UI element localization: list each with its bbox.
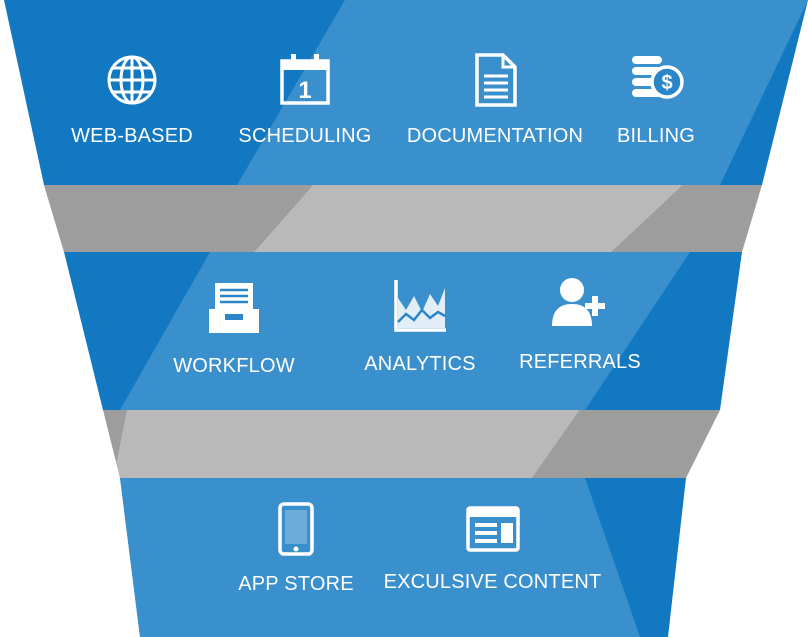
feature-analytics: ANALYTICS [355, 278, 485, 374]
feature-label: APP STORE [238, 573, 354, 595]
calendar-icon: 1 [280, 54, 330, 105]
add-user-icon [552, 278, 605, 326]
feature-documentation: DOCUMENTATION [400, 52, 590, 146]
funnel-band-3 [120, 478, 686, 637]
billing-currency-symbol: $ [661, 72, 672, 94]
web-window-icon [465, 506, 520, 552]
connector-1 [44, 185, 762, 252]
tablet-icon [278, 502, 314, 556]
funnel-band-1 [4, 0, 808, 185]
globe-icon [107, 55, 157, 105]
file-drawer-icon [209, 283, 259, 333]
feature-label: ANALYTICS [364, 353, 476, 375]
document-icon [475, 53, 517, 107]
calendar-day-number: 1 [298, 77, 311, 104]
feature-workflow: WORKFLOW [164, 280, 304, 376]
feature-scheduling: 1 SCHEDULING [235, 52, 375, 146]
feature-label: EXCULSIVE CONTENT [383, 571, 602, 593]
feature-label: BILLING [616, 125, 696, 147]
feature-label: DOCUMENTATION [406, 125, 584, 147]
feature-label: WEB-BASED [71, 125, 193, 147]
feature-label: REFERRALS [519, 351, 641, 373]
feature-label: SCHEDULING [238, 125, 372, 147]
feature-label: WORKFLOW [173, 355, 295, 377]
feature-app-store: APP STORE [231, 502, 361, 594]
feature-billing: $ BILLING [606, 50, 706, 146]
area-chart-icon [394, 280, 446, 332]
connector-2 [103, 410, 720, 478]
coins-dollar-icon: $ [632, 56, 684, 99]
feature-referrals: REFERRALS [519, 276, 641, 373]
feature-exclusive-content: EXCULSIVE CONTENT [383, 504, 602, 593]
feature-web-based: WEB-BASED [62, 52, 202, 146]
